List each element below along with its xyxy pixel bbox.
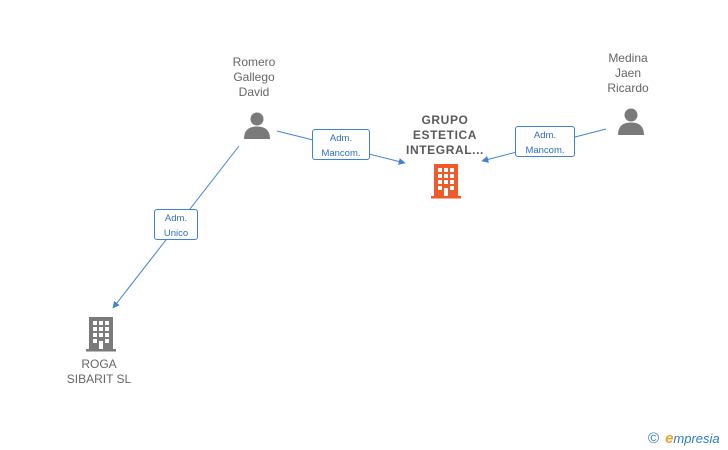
company-label-roga[interactable]: ROGA SIBARIT SL	[66, 357, 132, 386]
footer-brand: © empresia	[648, 428, 720, 448]
person-label-romero[interactable]: Romero Gallego David	[232, 55, 276, 99]
building-icon[interactable]	[429, 163, 463, 199]
brand-logo-rest: mpresia	[673, 430, 720, 446]
brand-logo: empresia	[665, 430, 720, 447]
company-label-grupo[interactable]: GRUPO ESTETICA INTEGRAL...	[406, 113, 484, 157]
person-label-medina[interactable]: Medina Jaen Ricardo	[607, 51, 649, 95]
person-icon[interactable]	[616, 106, 646, 136]
copyright-icon: ©	[648, 429, 660, 447]
edge-label-medina-grupo: Adm. Mancom.	[515, 126, 575, 157]
person-icon[interactable]	[242, 110, 272, 140]
building-icon[interactable]	[84, 316, 118, 352]
edge-label-romero-grupo: Adm. Mancom.	[312, 129, 370, 160]
edge-label-romero-roga: Adm. Unico	[154, 209, 198, 240]
brand-logo-initial: e	[665, 429, 674, 447]
